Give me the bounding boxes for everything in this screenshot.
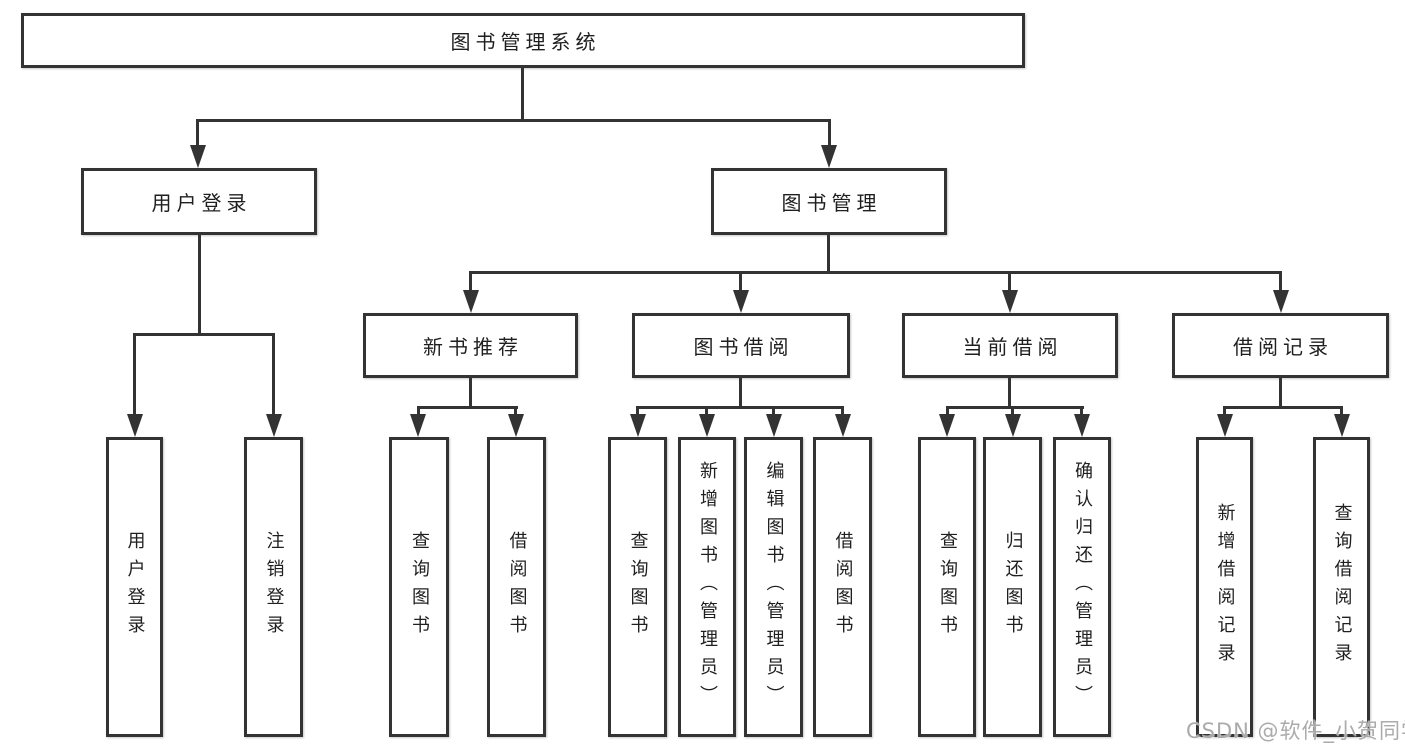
node-current-borrowing-label: 当前借阅	[962, 335, 1063, 359]
connector-root-bar	[196, 119, 831, 122]
connector-records-bar	[1223, 406, 1343, 409]
connector-stub-user-login	[196, 119, 199, 146]
connector-user-login-trunk	[198, 235, 201, 335]
leaf-logout: 注销登录	[244, 437, 303, 737]
leaf-borrowing-add-books-admin-label: 新增图书（管理员）	[697, 461, 718, 713]
arrow-to-borrowing-query	[630, 414, 646, 437]
connector-borrowing-bar	[636, 406, 844, 409]
connector-recommend-bar	[417, 406, 518, 409]
connector-stub-records-add	[1223, 406, 1226, 416]
node-book-management-label: 图书管理	[781, 191, 882, 215]
node-book-management: 图书管理	[711, 168, 947, 235]
connector-stub-book-management	[828, 119, 831, 146]
leaf-records-add-record: 新增借阅记录	[1196, 437, 1253, 737]
node-borrowing-records: 借阅记录	[1172, 313, 1389, 378]
node-borrowing-records-label: 借阅记录	[1233, 335, 1333, 359]
leaf-recommend-borrow-books-label: 借阅图书	[506, 531, 528, 643]
leaf-user-login: 用户登录	[106, 437, 163, 737]
arrow-to-borrowing-borrow	[835, 414, 851, 437]
arrow-to-new-book	[463, 290, 479, 313]
leaf-records-query-record-label: 查询借阅记录	[1331, 503, 1353, 671]
arrow-to-logout-leaf	[266, 414, 282, 437]
leaf-current-query-books: 查询图书	[918, 437, 976, 737]
connector-stub-records-query	[1340, 406, 1343, 416]
leaf-borrowing-query-books: 查询图书	[608, 437, 667, 737]
connector-user-login-bar	[133, 333, 275, 336]
node-user-login-label: 用户登录	[151, 191, 252, 215]
connector-stub-logout-leaf	[272, 333, 275, 416]
connector-stub-recommend-query	[417, 406, 420, 416]
arrow-to-recommend-query	[410, 414, 426, 437]
leaf-records-add-record-label: 新增借阅记录	[1214, 503, 1236, 671]
node-new-book-recommendation-label: 新书推荐	[423, 335, 523, 359]
leaf-borrowing-query-books-label: 查询图书	[627, 531, 649, 643]
arrow-to-current-borrow	[1002, 290, 1018, 313]
leaf-current-return-books-label: 归还图书	[1002, 531, 1024, 643]
leaf-borrowing-edit-books-admin-label: 编辑图书（管理员）	[763, 461, 785, 713]
node-user-login: 用户登录	[81, 168, 317, 235]
leaf-recommend-query-books-label: 查询图书	[409, 531, 430, 643]
arrow-to-borrow-records	[1273, 290, 1289, 313]
connector-book-management-trunk	[827, 235, 830, 273]
connector-records-trunk	[1279, 378, 1282, 408]
leaf-borrowing-edit-books-admin: 编辑图书（管理员）	[744, 437, 803, 737]
connector-current-bar	[946, 406, 1084, 409]
connector-stub-current-borrow	[1008, 271, 1011, 292]
arrow-to-records-query	[1334, 414, 1350, 437]
connector-root-trunk	[521, 68, 524, 119]
connector-borrowing-trunk	[739, 378, 742, 408]
connector-stub-current-confirm	[1080, 406, 1083, 416]
connector-recommend-trunk	[469, 378, 472, 408]
connector-book-management-bar	[469, 271, 1282, 274]
node-root: 图书管理系统	[21, 13, 1025, 68]
arrow-to-book-management	[821, 145, 837, 168]
connector-current-trunk	[1008, 378, 1011, 408]
connector-stub-borrowing-query	[636, 406, 639, 416]
leaf-borrowing-borrow-books: 借阅图书	[813, 437, 872, 737]
arrow-to-user-login	[190, 145, 206, 168]
leaf-recommend-query-books: 查询图书	[389, 437, 449, 737]
arrow-to-current-query	[939, 414, 955, 437]
connector-stub-borrow-records	[1279, 271, 1282, 292]
node-new-book-recommendation: 新书推荐	[363, 313, 578, 378]
connector-stub-new-book	[469, 271, 472, 292]
node-book-borrowing-label: 图书借阅	[693, 335, 794, 359]
leaf-current-return-books: 归还图书	[983, 437, 1042, 737]
arrow-to-login-leaf	[127, 414, 143, 437]
leaf-user-login-label: 用户登录	[124, 531, 146, 643]
arrow-to-current-return	[1005, 414, 1021, 437]
connector-stub-borrowing-add	[705, 406, 708, 416]
leaf-recommend-borrow-books: 借阅图书	[487, 437, 546, 737]
arrow-to-book-borrow	[733, 290, 749, 313]
node-current-borrowing: 当前借阅	[902, 313, 1118, 378]
connector-stub-current-return	[1011, 406, 1014, 416]
leaf-current-confirm-return-admin-label: 确认归还（管理员）	[1072, 461, 1093, 713]
connector-stub-login-leaf	[133, 333, 136, 416]
node-book-borrowing: 图书借阅	[632, 313, 850, 378]
arrow-to-recommend-borrow	[508, 414, 524, 437]
arrow-to-records-add	[1217, 414, 1233, 437]
node-root-label: 图书管理系统	[450, 30, 601, 54]
arrow-to-borrowing-add	[699, 414, 715, 437]
leaf-current-confirm-return-admin: 确认归还（管理员）	[1053, 437, 1111, 737]
connector-stub-current-query	[946, 406, 949, 416]
leaf-current-query-books-label: 查询图书	[937, 531, 958, 643]
arrow-to-borrowing-edit	[766, 414, 782, 437]
connector-stub-book-borrow	[739, 271, 742, 292]
connector-stub-recommend-borrow	[514, 406, 517, 416]
leaf-borrowing-borrow-books-label: 借阅图书	[832, 531, 854, 643]
leaf-borrowing-add-books-admin: 新增图书（管理员）	[678, 437, 736, 737]
leaf-logout-label: 注销登录	[263, 531, 285, 643]
leaf-records-query-record: 查询借阅记录	[1313, 437, 1370, 737]
connector-stub-borrowing-borrow	[841, 406, 844, 416]
watermark: CSDN @软件_小贺同学	[1186, 719, 1405, 743]
arrow-to-current-confirm	[1074, 414, 1090, 437]
connector-stub-borrowing-edit	[772, 406, 775, 416]
